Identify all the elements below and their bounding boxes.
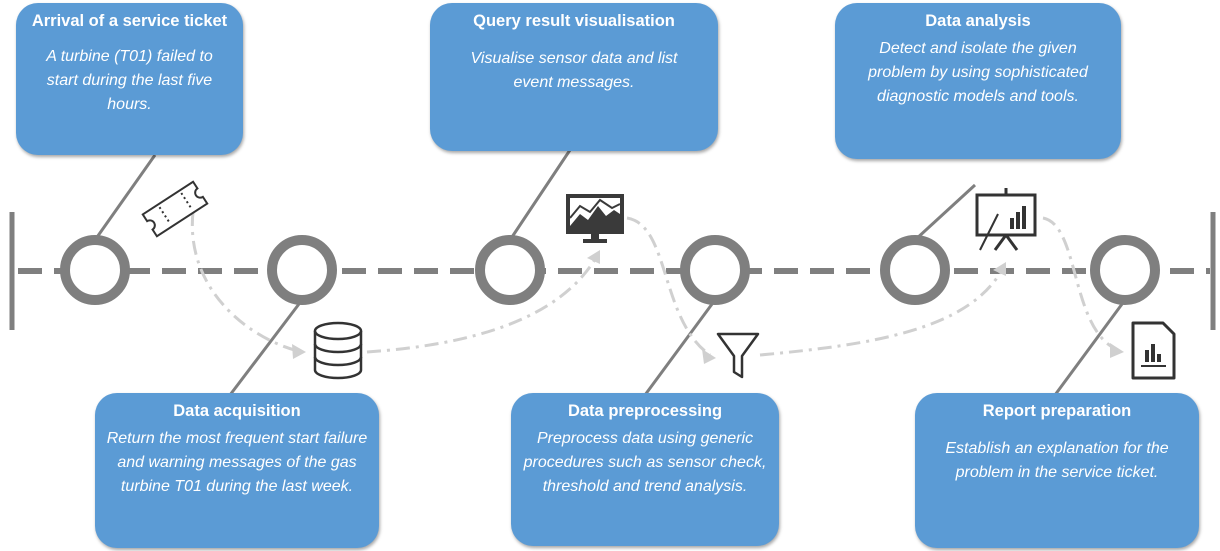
connector-1 [93,154,157,241]
milestone-1 [60,235,130,305]
flow-presentation-to-report [1042,216,1119,352]
milestone-4 [680,235,750,305]
card-data-preprocessing: Data preprocessing Preprocess data using… [511,393,779,546]
milestone-5 [880,235,950,305]
connector-6 [1053,299,1127,396]
presentation-chart-icon [975,188,1037,251]
milestone-3 [475,235,545,305]
arrowhead-monitor [587,250,600,264]
card-title: Data acquisition [173,402,301,420]
arrowhead-presentation [993,262,1006,276]
card-arrival-service-ticket: Arrival of a service ticket A turbine (T… [16,3,243,155]
milestone-2 [267,235,337,305]
card-body: Preprocess data using generic procedures… [523,430,767,495]
arrowhead-database [292,344,306,359]
card-body: Establish an explanation for the problem… [945,440,1169,481]
ticket-icon [141,180,209,238]
milestone-6 [1090,235,1160,305]
arrowhead-report [1110,343,1124,358]
card-data-acquisition: Data acquisition Return the most frequen… [95,393,379,548]
card-title: Data preprocessing [567,402,723,420]
arrowhead-filter [702,349,716,364]
card-title: Arrival of a service ticket [31,12,228,30]
card-title: Query result visualisation [473,12,675,30]
connector-5 [913,183,977,242]
database-icon [313,321,363,380]
card-body: Visualise sensor data and list event mes… [470,50,678,91]
milestones [60,235,1160,305]
card-body: Detect and isolate the given problem by … [868,40,1088,105]
flow-filter-to-presentation [759,267,1005,357]
report-document-icon [1131,321,1176,380]
card-body: Return the most frequent start failure a… [106,430,368,495]
card-body: A turbine (T01) failed to start during t… [46,48,213,113]
card-data-analysis: Data analysis Detect and isolate the giv… [835,3,1121,159]
connector-4 [643,299,717,396]
monitor-chart-icon [566,194,624,243]
flow-arrows [190,211,1119,357]
card-query-result-visualisation: Query result visualisation Visualise sen… [430,3,718,151]
card-report-preparation: Report preparation Establish an explanat… [915,393,1199,548]
card-title: Report preparation [982,402,1132,420]
flow-arrowheads [292,250,1124,364]
filter-icon [716,332,760,379]
connector-3 [508,149,572,241]
connectors [93,149,1127,396]
flow-database-to-monitor [366,255,599,354]
card-title: Data analysis [925,12,1031,30]
connector-2 [228,299,304,396]
